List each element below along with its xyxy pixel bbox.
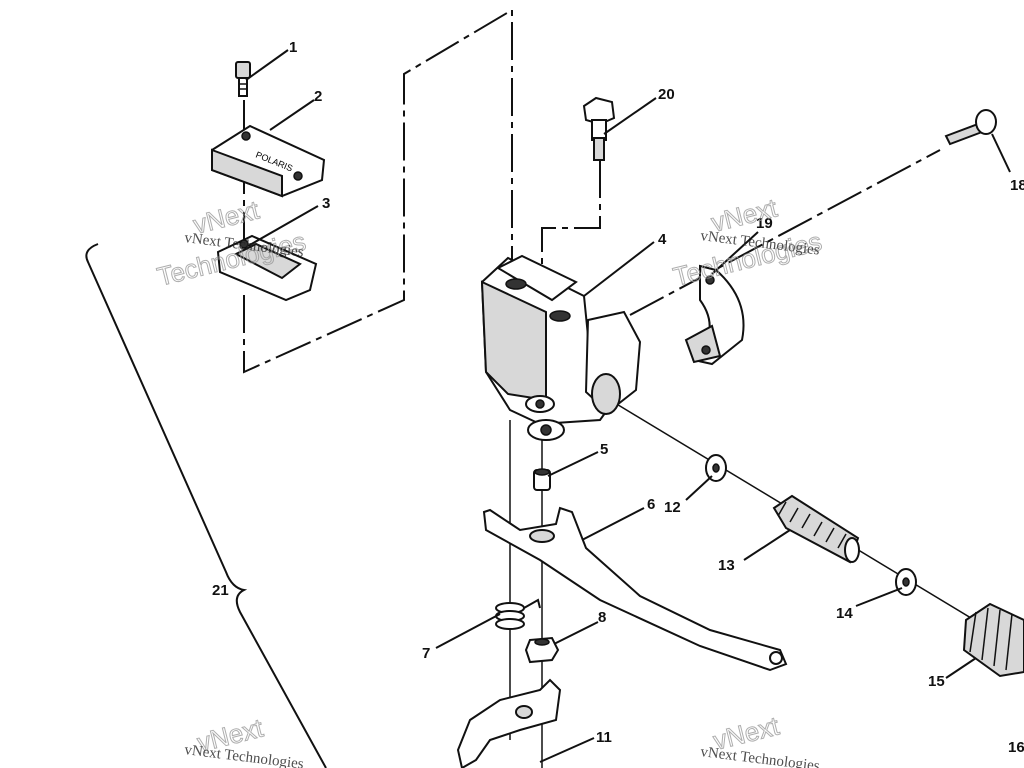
assembly-bracket-21 <box>85 243 327 768</box>
callout-21: 21 <box>212 582 229 599</box>
bushing-part-5 <box>533 468 551 491</box>
callout-3: 3 <box>322 195 330 212</box>
callout-11: 11 <box>596 729 612 746</box>
callout-16: 16 <box>1008 739 1024 756</box>
callout-labels: 1 2 3 4 5 6 7 8 11 12 13 14 15 16 18 19 … <box>212 39 1024 756</box>
callout-19: 19 <box>756 215 773 232</box>
svg-text:vNext Technologies: vNext Technologies <box>700 744 821 768</box>
master-cylinder-body-part-4 <box>480 254 642 441</box>
callout-8: 8 <box>598 609 606 626</box>
callout-20: 20 <box>658 86 675 103</box>
callout-1: 1 <box>289 39 297 56</box>
grip-end-part-15 <box>962 602 1024 678</box>
washer-part-12 <box>705 454 727 482</box>
callout-18: 18 <box>1010 177 1024 194</box>
dashed-assembly-line-left <box>243 8 513 374</box>
brake-lever-part-6 <box>482 506 788 672</box>
nut-part-8 <box>524 636 560 664</box>
watermark-top-right: vNext Technologies vNext Technologies <box>670 192 826 292</box>
screw-part-18 <box>944 109 997 146</box>
watermark-bottom-right: vNext vNext Technologies <box>700 710 821 768</box>
washer-part-14 <box>895 568 917 596</box>
clamp-axis-line <box>629 149 941 316</box>
grip-part-13 <box>772 494 860 564</box>
reservoir-cap-part-2: POLARIS <box>211 124 326 198</box>
watermark-bottom-left: vNext vNext Technologies <box>184 712 305 768</box>
clamp-part-19 <box>684 264 745 366</box>
callout-14: 14 <box>836 605 853 622</box>
callout-leaders <box>245 49 1011 763</box>
callout-15: 15 <box>928 673 945 690</box>
callout-6: 6 <box>647 496 655 513</box>
callout-12: 12 <box>664 499 681 516</box>
spring-part-7 <box>495 598 541 630</box>
bolt-part-20 <box>582 96 616 161</box>
callout-13: 13 <box>718 557 735 574</box>
callout-7: 7 <box>422 645 430 662</box>
callout-5: 5 <box>600 441 608 458</box>
screw-part-1 <box>235 61 251 97</box>
gasket-part-3 <box>216 234 318 302</box>
switch-bracket-part-11 <box>456 678 562 768</box>
callout-2: 2 <box>314 88 322 105</box>
callout-4: 4 <box>658 231 667 248</box>
